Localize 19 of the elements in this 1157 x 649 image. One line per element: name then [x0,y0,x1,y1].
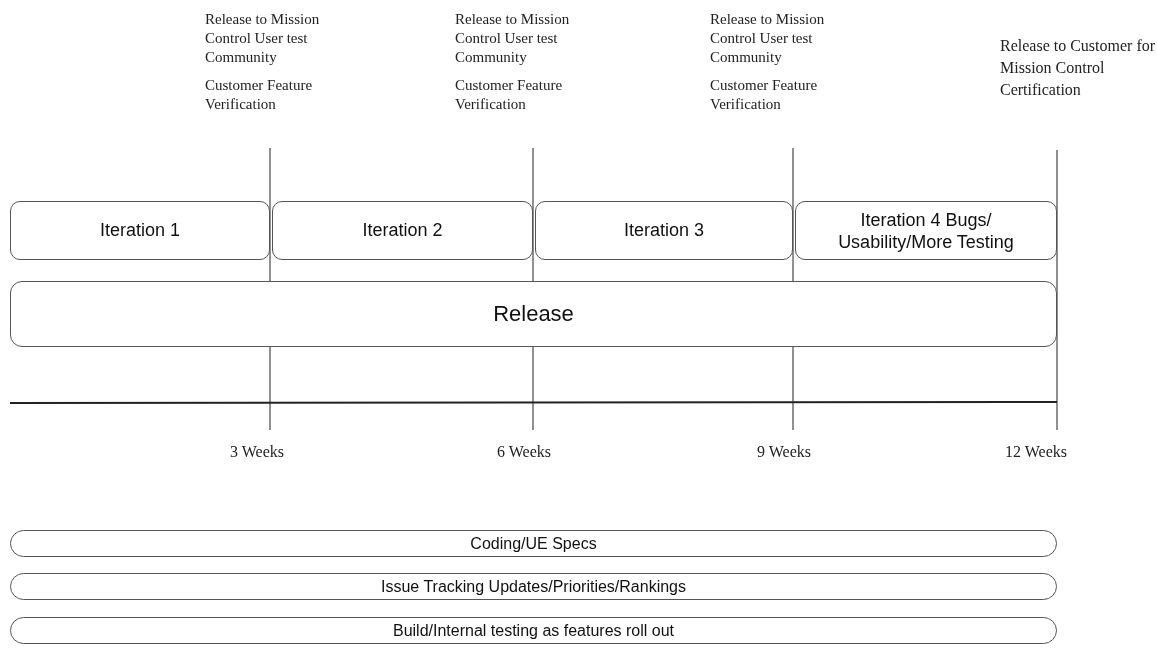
week-label: 9 Weeks [757,442,811,461]
release-box: Release [10,281,1057,347]
milestone-note: Release to Customer for Mission Control Certification [1000,36,1157,100]
activity-bar: Coding/UE Specs [10,530,1057,557]
iteration-box: Iteration 2 [272,201,533,260]
week-label: 3 Weeks [230,442,284,461]
week-label: 6 Weeks [497,442,551,461]
activity-bar: Build/Internal testing as features roll out [10,617,1057,644]
milestone-note: Customer Feature Verification [205,76,314,114]
milestone-note: Customer Feature Verification [710,76,819,114]
milestone-note: Release to Mission Control User test Community [710,10,826,67]
activity-bar: Issue Tracking Updates/Priorities/Rankings [10,573,1057,600]
week-label: 12 Weeks [1005,442,1067,461]
milestone-note: Release to Mission Control User test Community [205,10,321,67]
milestone-note: Customer Feature Verification [455,76,564,114]
milestone-note: Release to Mission Control User test Community [455,10,571,67]
iteration-box: Iteration 1 [10,201,270,260]
iteration-box: Iteration 4 Bugs/ Usability/More Testing [795,201,1057,260]
iteration-box: Iteration 3 [535,201,793,260]
